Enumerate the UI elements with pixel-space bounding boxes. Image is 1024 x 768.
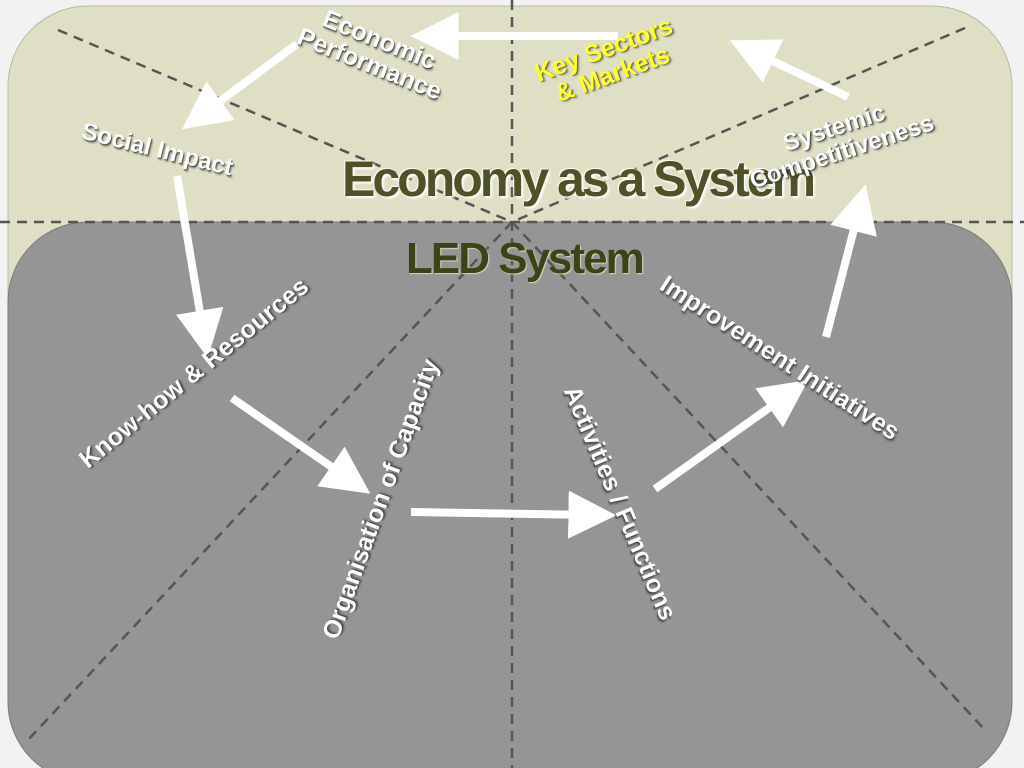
dashed-diagonal-upper-left	[57, 28, 513, 224]
dashed-diagonal-lower-right	[511, 221, 986, 731]
arrow-economic-performance-to-social-impact	[182, 40, 300, 130]
arrow-organisation-to-activities	[410, 490, 617, 539]
arrow-systemic-to-key-sectors	[729, 39, 850, 101]
arrow-know-how-to-organisation	[229, 394, 371, 494]
dashed-diagonal-upper-right	[511, 26, 966, 224]
lower-region	[7, 221, 1013, 768]
arrow-social-impact-to-know-how	[173, 175, 224, 359]
arrow-improvement-to-systemic	[822, 184, 877, 339]
arrow-activities-to-improvement	[652, 380, 809, 493]
led-system-title: LED System	[406, 234, 645, 283]
economy-system-title: Economy as a System	[342, 151, 816, 207]
